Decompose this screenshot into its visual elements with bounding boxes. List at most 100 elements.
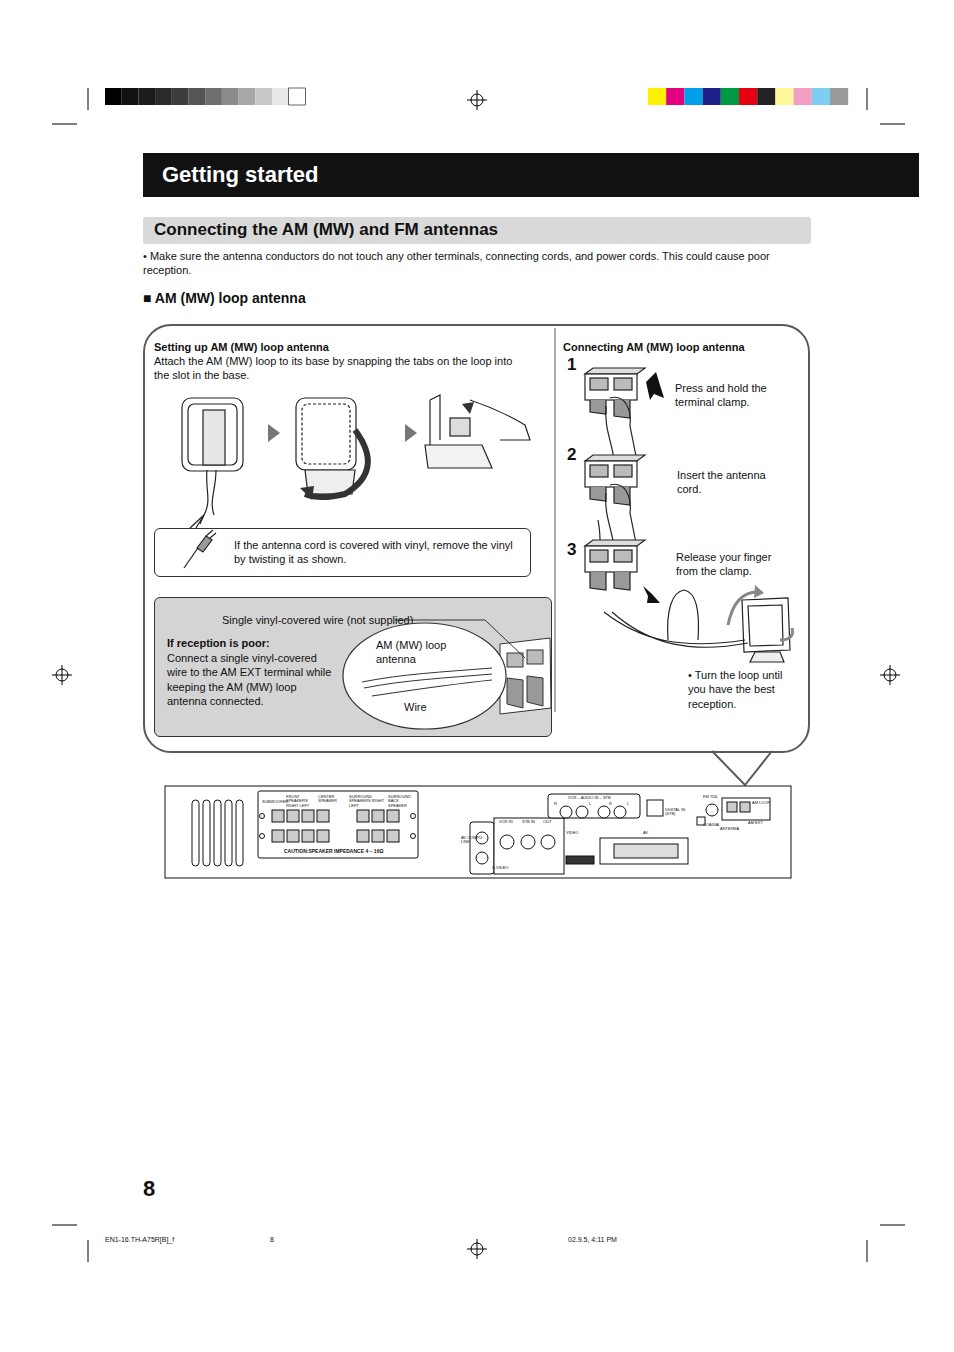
finger-and-loop-part: [748, 605, 783, 646]
connecting-steps-part: [614, 465, 632, 477]
rear-panel-part: [357, 810, 369, 822]
vinyl-twist-icon: [184, 515, 216, 568]
color-bar-part: [703, 88, 721, 105]
loop-antenna-setup-part: [203, 410, 225, 465]
loop-antenna-setup-part: [188, 404, 237, 465]
grey-scale-bar-part: [289, 88, 306, 105]
terminal-label: AM LOOP: [752, 801, 770, 805]
note-text: If the antenna cord is covered with viny…: [234, 538, 524, 567]
connecting-steps-part: [590, 550, 608, 562]
loop-antenna-setup-part: [296, 398, 356, 470]
page-number: 8: [143, 1178, 155, 1200]
terminal-label: R: [609, 802, 612, 806]
rear-panel-part: [317, 830, 329, 842]
terminal-part: [507, 676, 543, 708]
terminal-label: S-VIDEO: [492, 866, 508, 870]
rear-panel-part: [521, 835, 535, 849]
rear-panel-part: [706, 804, 718, 816]
rear-panel-part: [236, 800, 243, 866]
vinyl-twist-icon-part: [197, 536, 212, 552]
terminal-part: [527, 650, 543, 664]
color-bar-part: [739, 88, 757, 105]
color-bar-part: [757, 88, 775, 105]
grey-scale-bar-part: [255, 88, 272, 105]
rear-panel-part: [192, 800, 199, 866]
crop-marks-part: [867, 1240, 868, 1262]
footer-text: 02.9.5, 4:11 PM: [568, 1236, 617, 1244]
connecting-steps-part: [606, 406, 614, 460]
tip-heading: If reception is poor:: [167, 636, 342, 650]
color-bar-part: [794, 88, 812, 105]
registration-marks-part: [62, 665, 63, 685]
step-arrows-part: [643, 586, 660, 603]
step-text: Insert the antenna cord.: [677, 468, 782, 497]
color-bar-part: [830, 88, 848, 105]
tip-text: • Turn the loop until you have the best …: [688, 668, 798, 711]
section-band: Connecting the AM (MW) and FM antennas: [143, 217, 811, 244]
terminal-label: SUBWOOFER: [262, 800, 290, 804]
rear-panel-part: [566, 856, 594, 864]
grey-scale-bar-part: [122, 88, 139, 105]
rear-panel-part: [470, 822, 494, 874]
terminal-label: DIGITAL IN (STB): [665, 808, 691, 817]
connecting-steps-part: [606, 493, 614, 547]
grey-scale-bar-part: [172, 88, 189, 105]
callout-number: 1: [567, 356, 576, 373]
terminal-label: ANTENNA: [720, 827, 739, 831]
finger-and-loop-part: [742, 598, 790, 652]
terminal-label: SURROUND BACK SPEAKER: [388, 795, 416, 808]
rear-panel-part: [225, 800, 232, 866]
ellipse-outline: [342, 622, 507, 730]
connecting-steps-part: [590, 572, 606, 590]
callout-number: 2: [567, 446, 576, 463]
color-bar-part: [648, 88, 666, 105]
wire-line: [372, 680, 492, 696]
step-text: Release your finger from the clamp.: [676, 550, 786, 579]
grey-scale-bar-part: [205, 88, 222, 105]
loop-antenna-setup-part: [212, 470, 216, 515]
registration-marks-part: [477, 90, 478, 110]
connecting-steps-part: [590, 465, 608, 477]
connecting-steps-part: [585, 374, 637, 400]
panel-divider-and-tail-part: [712, 751, 772, 785]
rear-panel-part: [357, 830, 369, 842]
loop-antenna-setup-part: [430, 395, 440, 445]
terminal-part: [500, 638, 551, 714]
footer-text: 8: [270, 1236, 274, 1244]
rear-panel-part: [727, 802, 737, 812]
color-bar-part: [684, 88, 702, 105]
connecting-steps-part: [585, 546, 637, 572]
rear-panel-part: [287, 830, 299, 842]
connecting-steps-part: [614, 378, 632, 390]
rear-panel-part: [203, 800, 210, 866]
connecting-steps-part: [590, 400, 606, 414]
grey-scale-bar-part: [189, 88, 206, 105]
finger-and-loop-part: [754, 585, 764, 598]
terminal-label: CENTER SPEAKER: [318, 795, 336, 804]
loop-antenna-setup-part: [300, 486, 314, 500]
rear-panel-part: [372, 810, 384, 822]
terminal-label: AV COMPU LINK: [461, 836, 483, 845]
crop-marks-part: [52, 124, 77, 125]
ellipse-shape: [343, 623, 506, 729]
subheading: Connecting AM (MW) loop antenna: [563, 340, 793, 354]
connecting-steps-part: [590, 378, 608, 390]
terminal-label: AM EXT: [748, 821, 763, 825]
rear-panel-part: [387, 810, 399, 822]
rear-panel-part: [272, 830, 284, 842]
terminal-part: [507, 653, 523, 667]
registration-marks-part: [890, 665, 891, 685]
vinyl-twist-icon-part: [190, 515, 204, 528]
crop-marks: [52, 88, 905, 1262]
note-text: • Make sure the antenna conductors do no…: [143, 249, 808, 278]
rear-panel-part: [500, 835, 514, 849]
rear-panel-part: [272, 810, 284, 822]
rear-panel-part: [476, 852, 488, 864]
rear-panel-part: [317, 810, 329, 822]
part-label: AM (MW) loop antenna: [376, 638, 461, 667]
finger-and-loop: [604, 585, 793, 662]
tip-text: Connect a single vinyl-covered wire to t…: [167, 651, 339, 708]
connecting-steps: [585, 368, 645, 590]
rear-panel-part: [614, 844, 678, 858]
rear-panel-part: [740, 802, 750, 812]
